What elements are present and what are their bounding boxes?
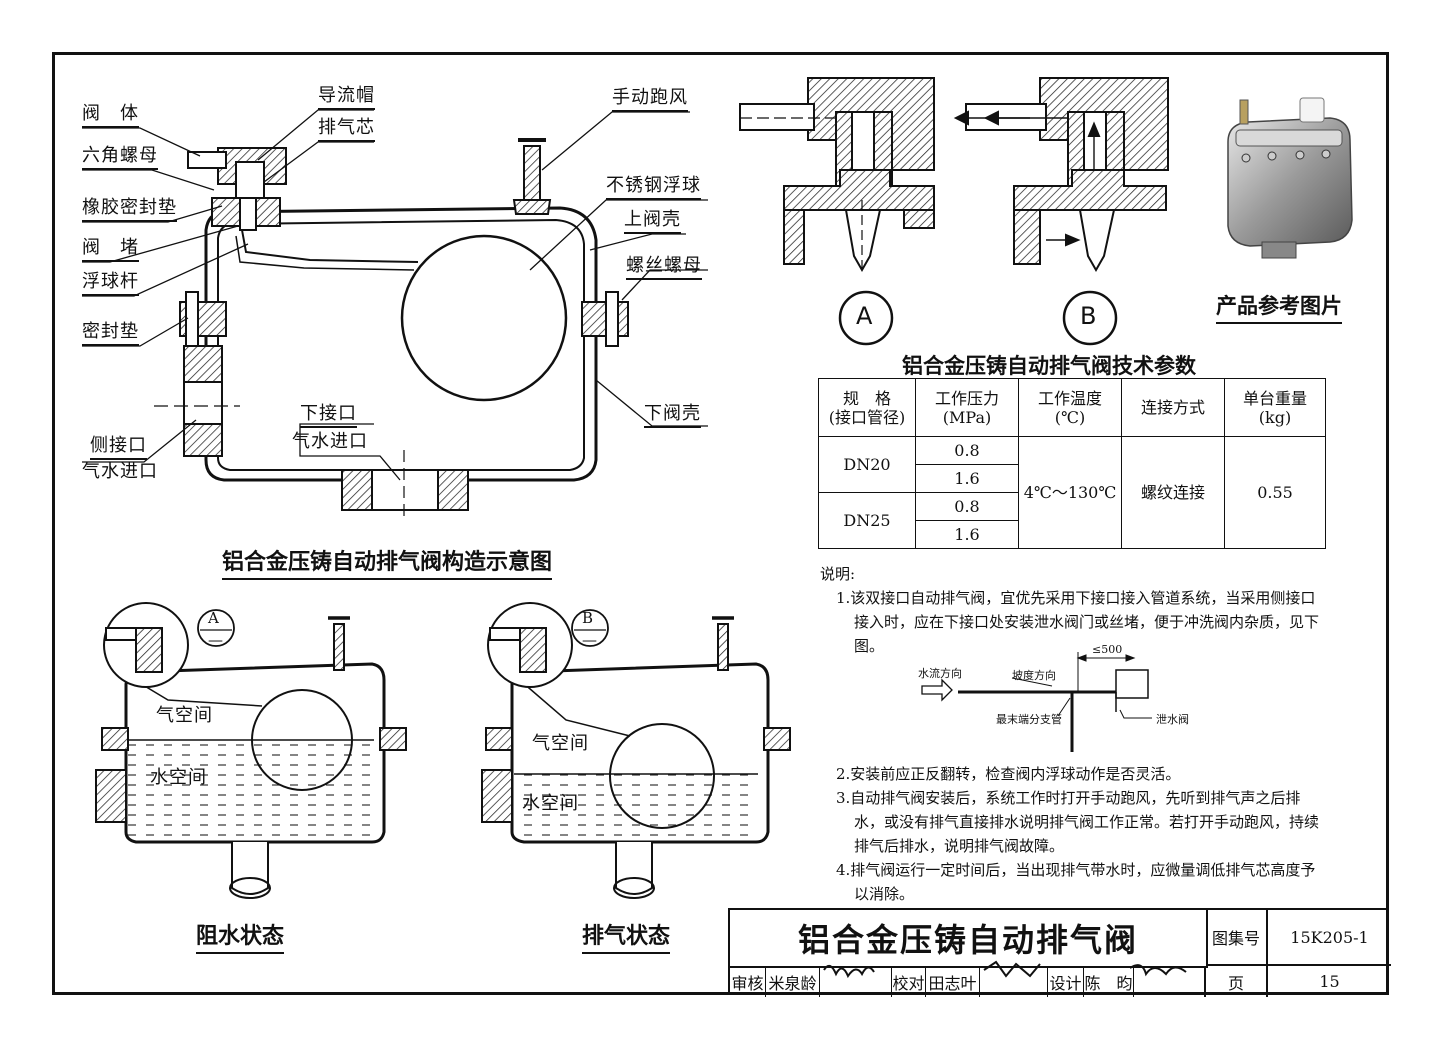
drawing-frame xyxy=(52,52,1389,995)
page-label: 页 xyxy=(1206,966,1268,997)
cell-pressure-2: 1.6 xyxy=(915,464,1019,493)
label-valve-body: 阀 体 xyxy=(82,104,139,128)
label-ss-float: 不锈钢浮球 xyxy=(606,176,701,200)
photo-caption: 产品参考图片 xyxy=(1216,290,1342,324)
detail-a-label: A xyxy=(856,302,874,330)
label-seal-gasket: 密封垫 xyxy=(82,322,139,346)
blocking-water-space: 水空间 xyxy=(150,767,207,788)
cell-temperature: 4℃～130℃ xyxy=(1018,436,1122,549)
blocking-callout-dash: — xyxy=(208,631,224,649)
install-drain-valve: 泄水阀 xyxy=(1156,713,1189,726)
install-slope-direction: 坡度方向 xyxy=(1012,669,1056,682)
detail-b-label: B xyxy=(1080,302,1098,330)
venting-state-drawing xyxy=(481,602,791,899)
blocking-state-title: 阻水状态 xyxy=(196,918,285,954)
checker-name: 田志叶 xyxy=(926,966,980,997)
page-number: 15 xyxy=(1319,972,1340,991)
cell-pressure-4: 1.6 xyxy=(915,520,1019,549)
cell-dn25: DN25 xyxy=(818,492,916,549)
label-upper-shell: 上阀壳 xyxy=(624,210,681,234)
venting-callout-dash: — xyxy=(582,631,598,649)
spec-table-title: 铝合金压铸自动排气阀技术参数 xyxy=(902,354,1196,378)
install-max-dist: ≤500 xyxy=(1092,643,1123,656)
label-lower-shell: 下阀壳 xyxy=(644,404,701,428)
cell-weight: 0.55 xyxy=(1224,436,1326,549)
blocking-air-space: 气空间 xyxy=(156,705,213,726)
venting-callout-b: B xyxy=(582,609,595,627)
notes-block: 说明: 1.该双接口自动排气阀，宜优先采用下接口接入管道系统，当采用侧接口接入时… xyxy=(820,562,1330,906)
designer-signature xyxy=(1134,966,1206,997)
valve-structure-drawing xyxy=(154,138,629,520)
label-rubber-gasket: 橡胶密封垫 xyxy=(82,198,177,222)
label-hex-nut: 六角螺母 xyxy=(82,146,158,170)
cell-connection: 螺纹连接 xyxy=(1121,436,1225,549)
note-2: 2.安装前应正反翻转，检查阀内浮球动作是否灵活。 xyxy=(836,765,1181,783)
product-photo xyxy=(1218,78,1358,264)
install-last-branch: 最末端分支管 xyxy=(996,713,1062,726)
detail-b-drawing xyxy=(953,77,1169,346)
title-block-title: 铝合金压铸自动排气阀 xyxy=(730,910,1208,968)
label-manual-vent: 手动跑风 xyxy=(612,88,688,112)
reviewer-signature xyxy=(820,966,892,997)
atlas-number: 15K205-1 xyxy=(1268,910,1391,966)
note-3: 3.自动排气阀安装后，系统工作时打开手动跑风，先听到排气声之后排水，或没有排气直… xyxy=(836,789,1320,855)
design-label: 设计 xyxy=(1048,966,1084,997)
label-bottom-inlet-sub: 气水进口 xyxy=(292,431,368,452)
label-side-inlet: 侧接口 xyxy=(90,436,147,460)
structure-title: 铝合金压铸自动排气阀构造示意图 xyxy=(222,544,553,580)
spec-table: 规 格 (接口管径) 工作压力 (MPa) 工作温度 (℃) 连接方式 单台重量… xyxy=(818,378,1326,549)
check-label: 校对 xyxy=(892,966,926,997)
detail-a-drawing xyxy=(739,77,935,346)
reviewer-name: 米泉龄 xyxy=(766,966,820,997)
header-pressure: 工作压力 (MPa) xyxy=(915,378,1019,437)
cell-pressure-3: 0.8 xyxy=(915,492,1019,521)
install-diagram-space xyxy=(820,658,1330,762)
review-label: 审核 xyxy=(730,966,766,997)
label-side-inlet-sub: 气水进口 xyxy=(82,461,158,482)
venting-air-space: 气空间 xyxy=(532,733,589,754)
venting-state-title: 排气状态 xyxy=(582,918,671,954)
label-valve-plug: 阀 堵 xyxy=(82,238,139,262)
cell-dn20: DN20 xyxy=(818,436,916,493)
header-temperature: 工作温度 (℃) xyxy=(1018,378,1122,437)
header-connection: 连接方式 xyxy=(1121,378,1225,437)
install-flow-direction: 水流方向 xyxy=(918,667,962,680)
blocking-state-drawing xyxy=(95,602,407,899)
header-spec: 规 格 (接口管径) xyxy=(818,378,916,437)
note-1: 1.该双接口自动排气阀，宜优先采用下接口接入管道系统，当采用侧接口接入时，应在下… xyxy=(836,589,1320,655)
venting-water-space: 水空间 xyxy=(522,793,579,814)
label-guide-cap: 导流帽 xyxy=(318,86,375,110)
cell-pressure-1: 0.8 xyxy=(915,436,1019,465)
label-bottom-inlet: 下接口 xyxy=(300,404,357,428)
blocking-callout-a: A xyxy=(208,609,220,627)
label-vent-core: 排气芯 xyxy=(318,118,375,142)
title-block: 铝合金压铸自动排气阀 图集号 15K205-1 审核 米泉龄 校对 田志叶 设计… xyxy=(728,908,1391,997)
install-diagram xyxy=(921,652,1152,752)
checker-signature xyxy=(980,966,1048,997)
designer-name: 陈 昀 xyxy=(1084,966,1134,997)
label-screw-nut: 螺丝螺母 xyxy=(626,256,702,280)
note-4: 4.排气阀运行一定时间后，当出现排气带水时，应微量调低排气芯高度予以消除。 xyxy=(836,861,1316,903)
atlas-label: 图集号 xyxy=(1206,910,1268,966)
notes-heading: 说明: xyxy=(820,565,856,583)
header-weight: 单台重量 (kg) xyxy=(1224,378,1326,437)
label-float-rod: 浮球杆 xyxy=(82,272,139,296)
